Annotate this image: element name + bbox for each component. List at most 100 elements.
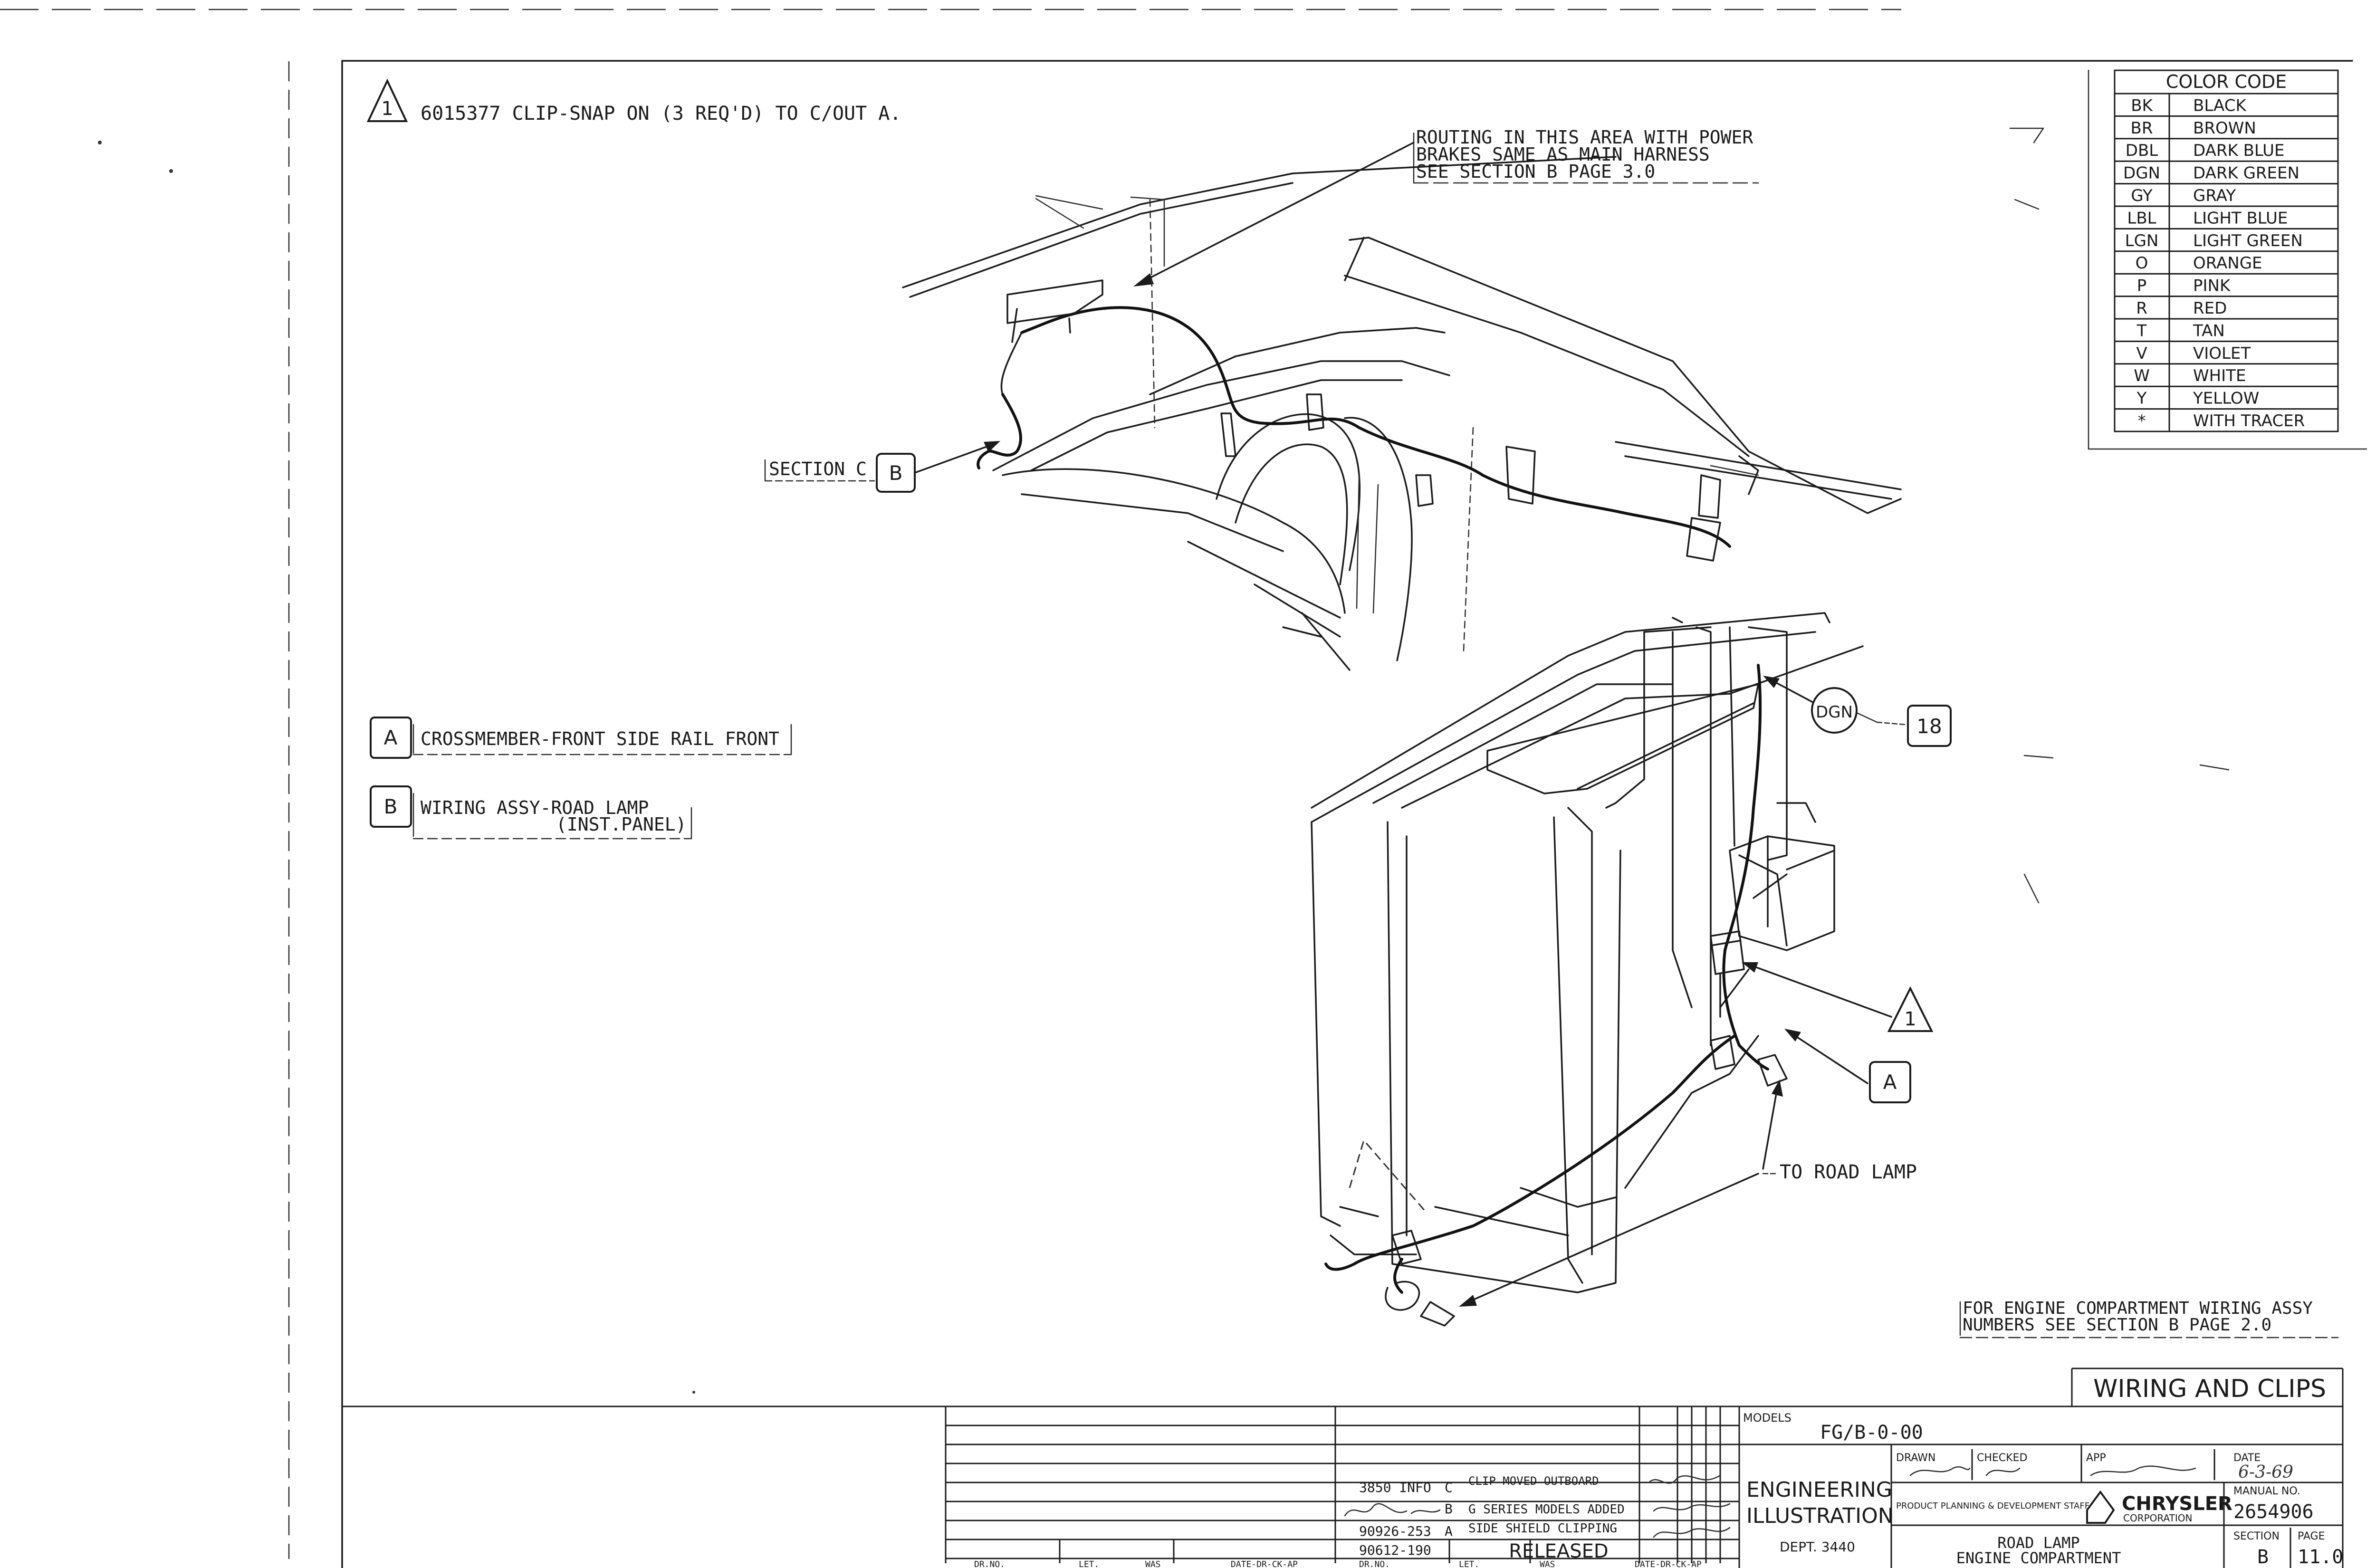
- section-c-tag: B: [889, 461, 903, 485]
- revision-footer-label: DR.NO.: [1359, 1559, 1390, 1568]
- drawn-signature: [1909, 1466, 1971, 1476]
- section-label: SECTION: [2233, 1530, 2280, 1542]
- page-value: 11.0: [2298, 1546, 2343, 1568]
- page-label: PAGE: [2298, 1530, 2325, 1542]
- color-code-abbrev: BK: [2131, 96, 2153, 115]
- revision-row-base: 90612-190: [1359, 1542, 1431, 1558]
- revision-b-letter: B: [1445, 1501, 1453, 1517]
- upper-harness: [977, 279, 1731, 562]
- revision-footer-label: LET.: [1079, 1559, 1099, 1568]
- section-c-callout: SECTION C B: [764, 441, 1000, 493]
- color-code-abbrev: O: [2136, 254, 2148, 273]
- clip-triangle-number: 1: [1904, 1008, 1916, 1030]
- models-label: MODELS: [1743, 1411, 1792, 1425]
- legend-b-letter: B: [384, 795, 398, 818]
- wire-gauge-tag: 18: [1916, 715, 1942, 738]
- staff-line: PRODUCT PLANNING & DEVELOPMENT STAFF: [1896, 1501, 2089, 1511]
- sheet-border: [0, 9, 2353, 1568]
- color-code-name: PINK: [2193, 277, 2231, 296]
- engine-compartment-note: FOR ENGINE COMPARTMENT WIRING ASSY NUMBE…: [1959, 1299, 2339, 1339]
- color-code-name: GRAY: [2193, 186, 2236, 205]
- legend-a-box: [370, 717, 412, 759]
- crossmember-a-tag: A: [1883, 1071, 1897, 1094]
- approval-signature: [2090, 1465, 2196, 1476]
- wire-gauge-tag-box: [1907, 705, 1952, 747]
- manual-label: MANUAL NO.: [2233, 1485, 2300, 1497]
- color-code-name: WITH TRACER: [2193, 411, 2305, 430]
- color-code-name: TAN: [2193, 321, 2225, 340]
- dept-line-2: ILLUSTRATION: [1746, 1504, 1894, 1528]
- to-road-lamp-label: TO ROAD LAMP: [1780, 1161, 1917, 1183]
- color-code-name: LIGHT BLUE: [2193, 209, 2288, 228]
- revision-row-a: 90926-253 A SIDE SHIELD CLIPPING: [1359, 1521, 1617, 1539]
- revision-footer-label: WAS: [1145, 1559, 1161, 1568]
- routing-leader: [1140, 142, 1415, 284]
- manual-number: 2654906: [2233, 1501, 2314, 1523]
- color-code-name: WHITE: [2193, 366, 2246, 385]
- engine-note-line-1: FOR ENGINE COMPARTMENT WIRING ASSY: [1963, 1299, 2313, 1318]
- color-code-abbrev: *: [2138, 411, 2146, 430]
- to-road-lamp-callout: TO ROAD LAMP: [1459, 1080, 1917, 1307]
- company-name: CHRYSLER: [2122, 1493, 2232, 1515]
- revision-a-order: 90926-253: [1359, 1523, 1431, 1539]
- legend-b-box: [370, 785, 412, 828]
- section-c-label: SECTION C: [769, 459, 867, 479]
- revision-base-order: 90612-190: [1359, 1542, 1431, 1558]
- date-label: DATE: [2233, 1452, 2261, 1464]
- radiator-support-illustration: [1311, 612, 1864, 1293]
- revision-a-letter: A: [1445, 1523, 1453, 1539]
- legend-b-text: WIRING ASSY-ROAD LAMP: [421, 797, 649, 818]
- revision-a-text: SIDE SHIELD CLIPPING: [1468, 1521, 1617, 1536]
- revision-footer-label: WAS: [1540, 1559, 1555, 1568]
- color-code-abbrev: LBL: [2127, 209, 2156, 228]
- color-code-name: YELLOW: [2193, 389, 2259, 408]
- dgn-circle: [1811, 687, 1858, 734]
- checked-signature: [1985, 1467, 2021, 1476]
- drawing-subtitle-1: ROAD LAMP: [1997, 1534, 2079, 1552]
- part-legend: A CROSSMEMBER-FRONT SIDE RAIL FRONT B WI…: [370, 717, 792, 840]
- legend-a-letter: A: [384, 726, 398, 749]
- warning-triangle-icon: [366, 78, 408, 122]
- color-code-abbrev: P: [2137, 277, 2147, 296]
- color-code-abbrev: R: [2136, 299, 2147, 318]
- color-code-abbrev: DBL: [2126, 141, 2158, 160]
- revision-footer-label: DATE-DR-CK-AP: [1635, 1559, 1702, 1568]
- title-block: WIRING AND CLIPS 3850 INFO C CLIP MOVED …: [342, 1367, 2344, 1568]
- legend-a-text: CROSSMEMBER-FRONT SIDE RAIL FRONT: [421, 728, 779, 749]
- approval-date: 6-3-69: [2238, 1463, 2293, 1482]
- drawing-subtitle-2: ENGINE COMPARTMENT: [1956, 1549, 2121, 1567]
- revision-c-letter: C: [1445, 1480, 1453, 1495]
- color-code-name: BLACK: [2193, 96, 2247, 115]
- routing-line-2: BRAKES SAME AS MAIN HARNESS: [1416, 144, 1710, 165]
- routing-callout: ROUTING IN THIS AREA WITH POWER BRAKES S…: [1133, 127, 1759, 287]
- app-label: APP: [2086, 1452, 2106, 1464]
- color-code-abbrev: GY: [2131, 186, 2153, 205]
- revision-footer-label: DATE-DR-CK-AP: [1231, 1559, 1298, 1568]
- warning-note-text: 6015377 CLIP-SNAP ON (3 REQ'D) TO C/OUT …: [421, 103, 901, 124]
- color-code-abbrev: DGN: [2123, 164, 2160, 183]
- color-code-name: ORANGE: [2193, 254, 2262, 273]
- pentastar-icon: [2086, 1490, 2115, 1524]
- routing-line-1: ROUTING IN THIS AREA WITH POWER: [1416, 127, 1753, 148]
- revision-signatures: [1344, 1474, 1731, 1538]
- revision-footer-label: LET.: [1459, 1559, 1479, 1568]
- scan-marks: [98, 127, 2230, 1394]
- warning-note: 1 6015377 CLIP-SNAP ON (3 REQ'D) TO C/OU…: [366, 78, 901, 124]
- models-value: FG/B-0-00: [1820, 1422, 1923, 1444]
- color-code-abbrev: T: [2136, 321, 2147, 340]
- warning-triangle-number: 1: [381, 98, 393, 120]
- drawing-title: WIRING AND CLIPS: [2093, 1375, 2326, 1403]
- color-code-title: COLOR CODE: [2166, 71, 2287, 92]
- revision-row-b: B G SERIES MODELS ADDED: [1445, 1501, 1625, 1517]
- revision-footer: DR.NO. LET. WAS DATE-DR-CK-AP DR.NO. LET. WAS D…: [974, 1559, 1702, 1568]
- color-code-abbrev: Y: [2136, 389, 2147, 408]
- revision-footer-label: DR.NO.: [974, 1559, 1005, 1568]
- clip-triangle-callout: 1: [1742, 962, 1934, 1032]
- color-code-name: RED: [2193, 299, 2227, 318]
- color-code-name: DARK GREEN: [2193, 164, 2299, 183]
- crossmember-a-callout: A: [1784, 1029, 1911, 1103]
- section-value: B: [2257, 1546, 2269, 1568]
- color-code-abbrev: LGN: [2125, 231, 2159, 250]
- color-code-abbrev: BR: [2131, 119, 2153, 138]
